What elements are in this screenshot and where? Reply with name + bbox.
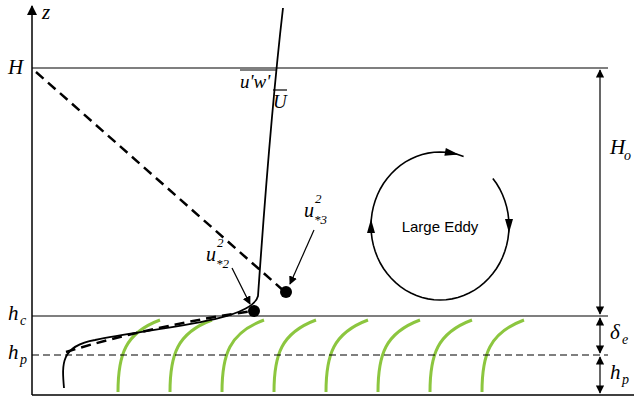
node-text: Large Eddy (402, 218, 479, 235)
axis-label: z (42, 2, 50, 23)
velocity-profile (63, 8, 283, 388)
axis-label: u'w' (240, 72, 270, 91)
top-line (32, 67, 608, 68)
dimension-arrow (599, 70, 600, 314)
canopy-top-line (32, 315, 608, 316)
stress-point (280, 286, 292, 298)
stress-profile (36, 72, 285, 292)
dimension-arrow (599, 357, 600, 393)
axis-label: o (624, 149, 631, 163)
axis-label: U (273, 92, 287, 111)
axis-label: u (206, 244, 216, 264)
dimension-arrow (599, 318, 600, 353)
axis-label: δ (610, 322, 620, 343)
axis-label: c (20, 314, 26, 328)
eddy-loop (371, 152, 509, 300)
eddy-arrowhead (367, 219, 375, 233)
hp-line (32, 354, 608, 355)
overbar (273, 89, 287, 90)
leader-line (232, 268, 250, 304)
axis-label: e (622, 333, 628, 347)
ground-line (32, 394, 634, 396)
axis-label: p (622, 373, 629, 387)
axis-label: 2 (217, 236, 224, 249)
eddy-circle: Large Eddy (369, 150, 511, 302)
axis-label: h (8, 303, 19, 324)
leader-line (290, 230, 314, 284)
eddy-arrowhead (444, 148, 459, 156)
axis-label: h (610, 362, 621, 383)
axis-label: p (20, 353, 27, 367)
axis-label: 2 (315, 192, 322, 205)
axis-label: H (8, 57, 23, 78)
overbar (240, 69, 276, 70)
axis-label: h (8, 342, 19, 363)
eddy-arrowhead (505, 219, 513, 233)
axis-label: u (304, 200, 314, 220)
stress-point (248, 305, 260, 317)
canopy-stems (118, 320, 524, 392)
stress-profile-canopy (66, 311, 254, 352)
axis-label: H (610, 137, 625, 158)
z-axis (31, 6, 33, 395)
axis-label: *2 (216, 257, 229, 270)
axis-label: *3 (314, 213, 327, 226)
